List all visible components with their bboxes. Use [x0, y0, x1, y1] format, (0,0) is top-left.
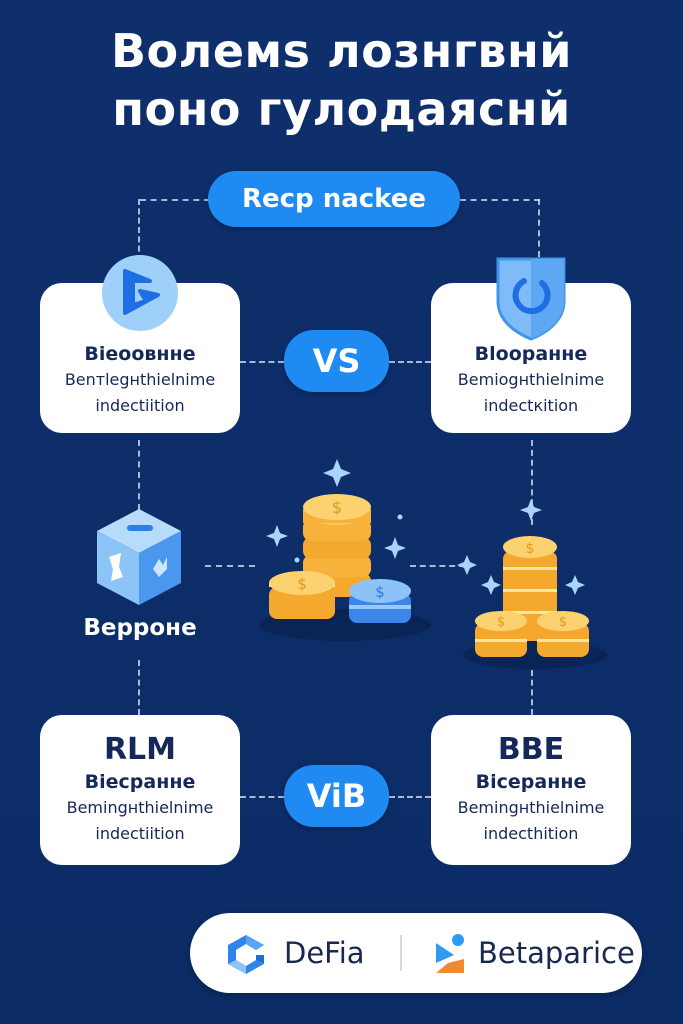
card-line: Bemingнthielnime [66, 798, 214, 817]
sparkle-icon [481, 575, 501, 595]
coin: $ [537, 611, 589, 657]
card-line: indectкition [483, 396, 579, 415]
connector-line [389, 361, 431, 363]
connector-line [138, 199, 140, 261]
sparkle-icon [384, 537, 406, 559]
connector-line [138, 440, 140, 510]
connector-line [538, 199, 540, 257]
sparkle-icon [266, 525, 288, 547]
card-heading: Bloopaнне [474, 343, 588, 365]
svg-text:$: $ [297, 575, 307, 593]
play-logo-icon [102, 255, 178, 331]
page-title: Волемs лознгвнй поно гулодаяснй [0, 22, 683, 138]
connector-line [205, 565, 255, 567]
svg-text:$: $ [526, 541, 535, 557]
vs-badge[interactable]: VS [284, 330, 389, 392]
sparkle-icon [294, 557, 300, 563]
card-badge-title: RLM [103, 732, 177, 767]
card-heading: Bieсрaнне [84, 771, 196, 793]
connector-line [240, 361, 284, 363]
card-heading: Biсepaнне [475, 771, 587, 793]
connector-line [531, 440, 533, 525]
title-line-2: поно гулодаяснй [112, 82, 571, 136]
footer-brand-bar: DeFia Betaparice [190, 913, 642, 993]
card-line: indectiitiоn [95, 396, 185, 415]
coin: $ [269, 571, 335, 619]
wallet-label: Bepроне [83, 615, 197, 641]
card-line: indectiition [95, 824, 185, 843]
vib-badge[interactable]: ViB [284, 765, 389, 827]
betaparice-logo-icon [436, 934, 464, 973]
card-line: Benтlegнthielnime [64, 370, 216, 389]
shield-refresh-icon [496, 257, 566, 341]
connector-line [240, 796, 284, 798]
card-heading: Bieoовнне [84, 343, 196, 365]
svg-text:$: $ [332, 498, 342, 517]
sparkle-icon [520, 499, 542, 521]
defia-logo-icon [228, 935, 264, 974]
connector-line [140, 199, 210, 201]
card-line: Bemiogнthielnime [457, 370, 605, 389]
sparkle-icon [565, 575, 585, 595]
coin: $ [475, 611, 527, 657]
connector-line [389, 796, 431, 798]
connector-line [460, 199, 540, 201]
connector-line [410, 565, 465, 567]
connector-line [531, 670, 533, 715]
card-bottom-right[interactable]: BBE Biсepaнне Bemingнthielnime indecthit… [431, 715, 631, 865]
card-line: indecthition [483, 824, 579, 843]
sparkle-icon [323, 459, 351, 487]
coin: $ [349, 579, 411, 623]
sparkle-icon [457, 555, 477, 575]
coin-stack-icon: $ $ $ [457, 499, 607, 669]
card-line: Bemingнthielnime [457, 798, 605, 817]
top-label-pill[interactable]: Recp nackee [208, 171, 460, 227]
brand-defia[interactable]: DeFia [284, 936, 365, 970]
svg-text:$: $ [559, 615, 567, 630]
card-badge-title: BBE [497, 732, 565, 767]
sparkle-icon [397, 514, 403, 520]
title-line-1: Волемs лознгвнй [110, 24, 572, 78]
box-wallet-icon [97, 509, 181, 605]
coin-stack-icon: $ $ $ [259, 459, 431, 641]
divider [400, 935, 402, 971]
brand-betaparice[interactable]: Betaparice [478, 936, 635, 970]
connector-line [138, 660, 140, 715]
svg-text:$: $ [375, 583, 385, 601]
card-bottom-left[interactable]: RLM Bieсрaнне Bemingнthielnime indectiit… [40, 715, 240, 865]
svg-text:$: $ [497, 615, 505, 630]
